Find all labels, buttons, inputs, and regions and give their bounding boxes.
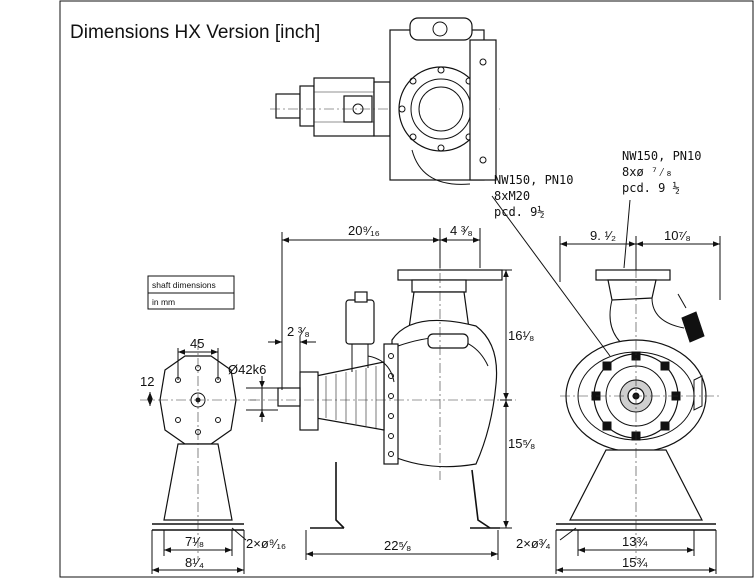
dim-hole-right: 2×ø³⁄₄ xyxy=(516,536,551,551)
shaft-note-line1: shaft dimensions xyxy=(152,280,216,290)
discharge-flange-bolts: 8xM20 xyxy=(494,189,530,203)
dim-key-width: 45 xyxy=(190,336,204,351)
dim-foot-outer-right: 15¾ xyxy=(622,555,647,570)
dim-key-height: 12 xyxy=(140,374,154,389)
dim-foot-outer-left: 8¹⁄₄ xyxy=(185,555,204,570)
dim-hole-left: 2×ø⁹⁄₁₆ xyxy=(246,536,286,551)
dim-right-right-half: 10⁷⁄₈ xyxy=(664,228,691,243)
dim-shaft-diameter: Ø42k6 xyxy=(228,362,266,377)
dim-base-length: 22⁵⁄₈ xyxy=(384,538,411,553)
shaft-end-view xyxy=(140,340,256,560)
discharge-flange-nominal: NW150, PN10 xyxy=(494,173,573,187)
page-title: Dimensions HX Version [inch] xyxy=(70,22,321,43)
side-view xyxy=(250,255,516,529)
dim-foot-inner-left: 7¹⁄₈ xyxy=(185,534,204,549)
top-view xyxy=(270,17,500,185)
dim-height-upper: 16¹⁄₈ xyxy=(508,328,534,343)
discharge-flange-pcd: pcd. 9½ xyxy=(494,205,545,219)
drawing-frame xyxy=(59,0,754,578)
dim-shaft-step: 2 ³⁄₈ xyxy=(287,324,310,339)
dim-foot-inner-right: 13¾ xyxy=(622,534,647,549)
dim-right-left-half: 9. ¹⁄₂ xyxy=(590,228,616,243)
dim-height-lower: 15⁵⁄₈ xyxy=(508,436,535,451)
dimension-lines xyxy=(147,195,721,574)
shaft-note-line2: in mm xyxy=(152,297,175,307)
suction-flange-bolts: 8xø ⁷⁄₈ xyxy=(622,165,673,179)
suction-flange-nominal: NW150, PN10 xyxy=(622,149,701,163)
suction-flange-pcd: pcd. 9 ½ xyxy=(622,181,680,195)
dim-length-top: 20⁹⁄₁₆ xyxy=(348,223,380,238)
dim-offset-top: 4 ³⁄₈ xyxy=(450,223,473,238)
front-view xyxy=(556,250,720,560)
